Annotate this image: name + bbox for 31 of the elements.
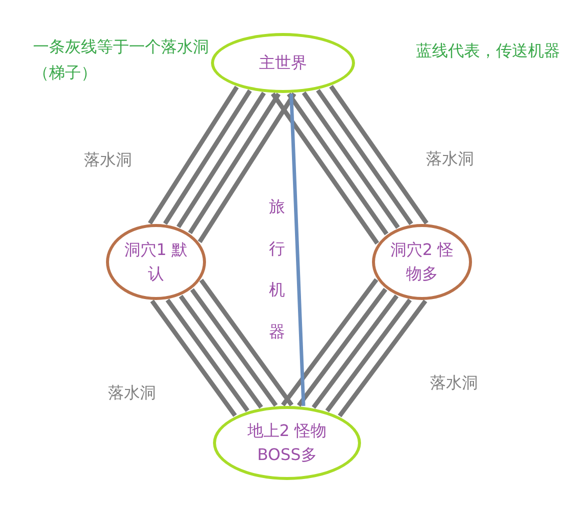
ladder-line [312,294,399,409]
ladder-line [281,278,378,406]
ladder-line [178,294,263,409]
ladder-label: 落水洞 [108,382,157,404]
ladder-line [338,300,428,418]
teleport-line [289,94,306,406]
ladder-label: 落水洞 [84,149,133,171]
ladder-line [190,288,278,407]
location-name: 地上2 怪物BOSS多 [246,420,328,466]
ladder-line [148,86,239,224]
ladder-label: 落水洞 [426,148,475,170]
ladder-line [198,92,296,244]
location-ellipse [106,224,206,300]
ladder-line [166,298,250,412]
ladder-line [176,92,266,228]
note-text: 一条灰线等于一个落水洞（梯子） [33,36,210,84]
location-name: 洞穴1 默认 [123,239,189,285]
ladder-line [296,288,388,407]
note-text: 蓝线代表，传送机器 [416,40,561,62]
ladder-line [329,85,428,224]
location-name: 主世界 [258,52,308,74]
ladder-label: 落水洞 [430,372,479,394]
ladder-line [270,92,380,245]
ladder-line [286,92,388,236]
ladder-line [188,92,281,234]
ladder-line [302,91,400,229]
location-name: 洞穴2 怪物多 [389,239,455,285]
ladder-line [150,300,237,417]
ladder-line [199,278,294,406]
location-ellipse [372,224,472,300]
ladder-line [325,298,412,412]
